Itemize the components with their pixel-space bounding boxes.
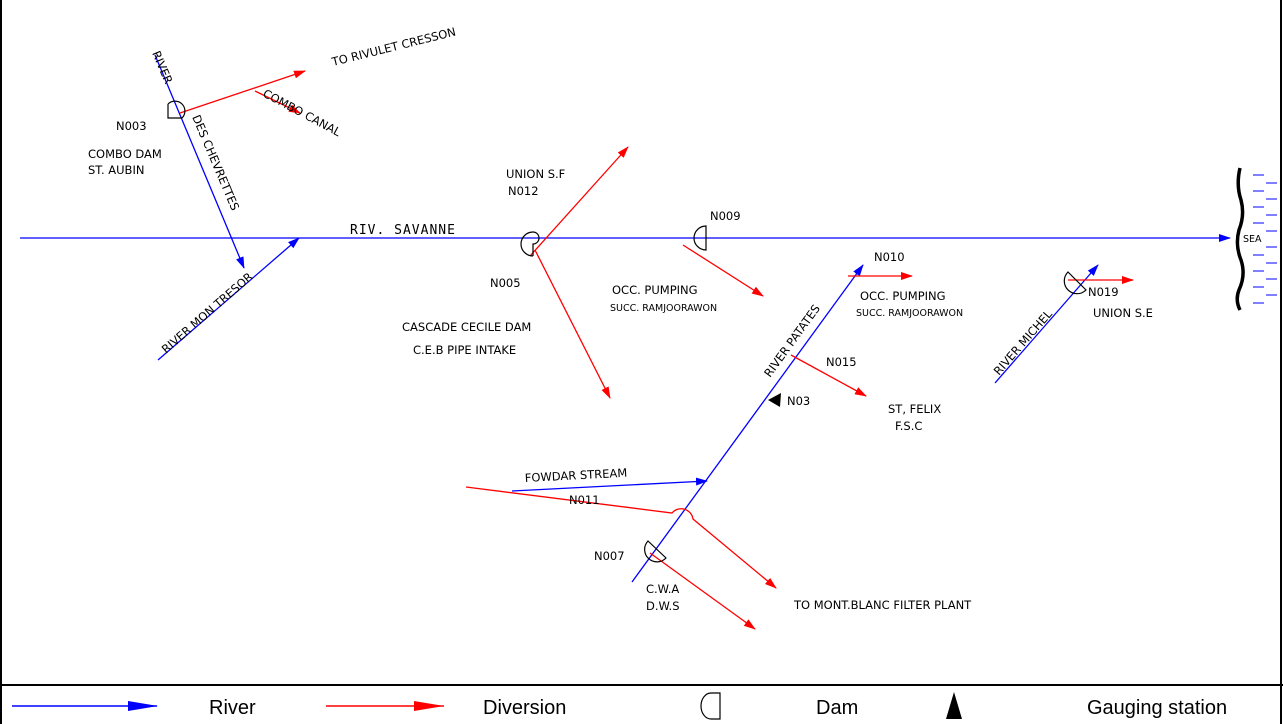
label-succ-ramjoorawon-2: SUCC. RAMJOORAWON bbox=[856, 308, 963, 319]
label-combo-dam: COMBO DAM bbox=[88, 147, 162, 161]
diversion-to-mont-blanc bbox=[465, 486, 777, 589]
legend: River Diversion Dam Gauging station bbox=[12, 692, 1227, 720]
dam-n009-icon bbox=[693, 225, 707, 251]
dam-n007-icon bbox=[644, 540, 667, 563]
legend-diversion-arrow bbox=[414, 701, 444, 711]
legend-river-arrow bbox=[128, 701, 158, 711]
label-cascade-cecile-dam: CASCADE CECILE DAM bbox=[402, 320, 531, 334]
label-occ-pumping-2: OCC. PUMPING bbox=[860, 289, 946, 303]
label-n009: N009 bbox=[710, 209, 741, 223]
sea-hatching bbox=[1253, 174, 1277, 304]
label-cwa: C.W.A bbox=[646, 582, 679, 596]
label-to-rivulet-cresson: TO RIVULET CRESSON bbox=[329, 25, 457, 70]
legend-diversion-label: Diversion bbox=[483, 697, 566, 719]
label-union-se: UNION S.E bbox=[1093, 306, 1153, 320]
label-union-sf: UNION S.F bbox=[506, 167, 565, 181]
legend-dam-label: Dam bbox=[816, 697, 858, 719]
label-st-aubin: ST. AUBIN bbox=[88, 163, 144, 177]
label-riv-savanne: RIV. SAVANNE bbox=[350, 223, 456, 238]
label-occ-pumping-1: OCC. PUMPING bbox=[612, 283, 698, 297]
river-patates-line bbox=[631, 264, 864, 583]
label-combo-canal: COMBO CANAL bbox=[261, 86, 344, 139]
dam-combo-icon bbox=[167, 100, 186, 119]
river-mon-tresor-line bbox=[157, 237, 300, 361]
river-des-chevrettes-line bbox=[154, 54, 245, 269]
label-n007: N007 bbox=[594, 549, 625, 563]
label-n012: N012 bbox=[508, 184, 539, 198]
label-n011: N011 bbox=[569, 493, 600, 507]
label-n03: N03 bbox=[787, 394, 810, 408]
label-dws: D.W.S bbox=[646, 599, 680, 613]
label-ceb-pipe-intake: C.E.B PIPE INTAKE bbox=[413, 343, 516, 357]
diversion-union-sf bbox=[529, 146, 629, 257]
dam-n019-icon bbox=[1063, 271, 1087, 295]
label-n015: N015 bbox=[826, 355, 857, 369]
label-river-mon-tresor: RIVER MON TRESOR bbox=[159, 270, 256, 357]
diversion-cascade-cecile bbox=[534, 249, 611, 399]
diversion-to-rivulet-cresson bbox=[179, 70, 306, 114]
sea-coastline bbox=[1235, 167, 1245, 311]
diversion-combo-canal bbox=[254, 90, 301, 114]
label-succ-ramjoorawon-1: SUCC. RAMJOORAWON bbox=[610, 303, 717, 314]
label-river-michel: RIVER MICHEL bbox=[991, 307, 1056, 378]
label-n010: N010 bbox=[874, 250, 905, 264]
label-n019: N019 bbox=[1088, 285, 1119, 299]
label-fsc: F.S.C bbox=[895, 419, 922, 433]
legend-dam-icon bbox=[700, 692, 721, 720]
legend-gauging-label: Gauging station bbox=[1087, 697, 1227, 719]
fowdar-stream-line bbox=[511, 477, 708, 492]
label-st-felix: ST, FELIX bbox=[888, 402, 941, 416]
label-des-chevrettes: DES CHEVRETTES bbox=[189, 113, 242, 213]
diversion-cwa-dws bbox=[649, 552, 756, 630]
label-fowdar-stream: FOWDAR STREAM bbox=[524, 466, 627, 485]
label-n005: N005 bbox=[490, 276, 521, 290]
legend-river-label: River bbox=[209, 697, 256, 719]
legend-gauging-icon bbox=[946, 692, 962, 719]
label-river: RIVER bbox=[149, 49, 175, 86]
dam-cascade-icon bbox=[520, 231, 540, 257]
label-to-mont-blanc: TO MONT.BLANC FILTER PLANT bbox=[793, 598, 972, 612]
label-n003: N003 bbox=[116, 119, 147, 133]
diversion-st-felix bbox=[790, 354, 867, 397]
label-sea: SEA bbox=[1243, 234, 1262, 245]
gauging-station-icon bbox=[768, 393, 781, 407]
diversion-occ-pumping-1 bbox=[682, 244, 764, 297]
